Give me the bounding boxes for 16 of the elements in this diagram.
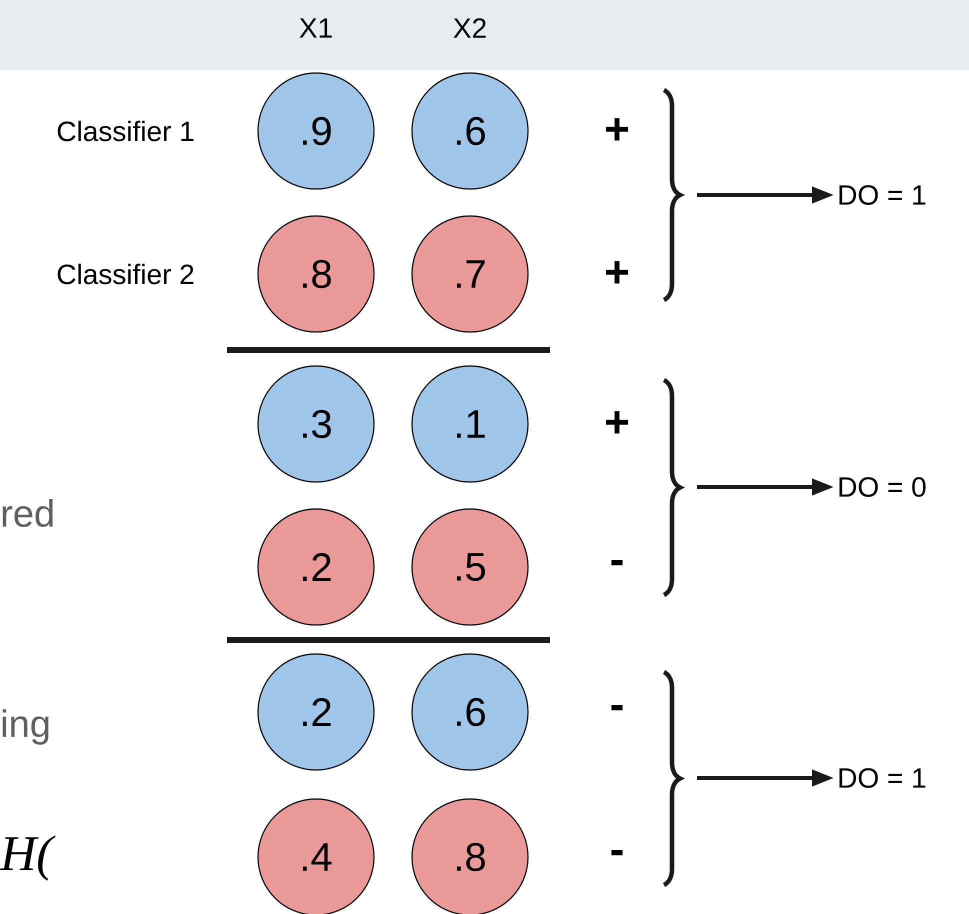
text-fragment: red [2,499,53,527]
result-label: DO = 1 [840,768,926,788]
result-label: DO = 0 [840,477,926,497]
sign-label: - [611,850,623,856]
sign-label: + [606,411,628,434]
sign-label: - [611,705,623,710]
sign-label: + [606,261,628,284]
sign-label: + [606,118,628,140]
sign-label: - [611,560,623,566]
formula-fragment: H( [0,835,56,881]
column-header: X2 [454,18,486,38]
result-label: DO = 1 [840,185,926,205]
column-header: X1 [300,18,332,38]
row-label: Classifier 1 [58,120,194,142]
text-fragment: ing [2,709,48,745]
row-label: Classifier 2 [58,264,194,284]
